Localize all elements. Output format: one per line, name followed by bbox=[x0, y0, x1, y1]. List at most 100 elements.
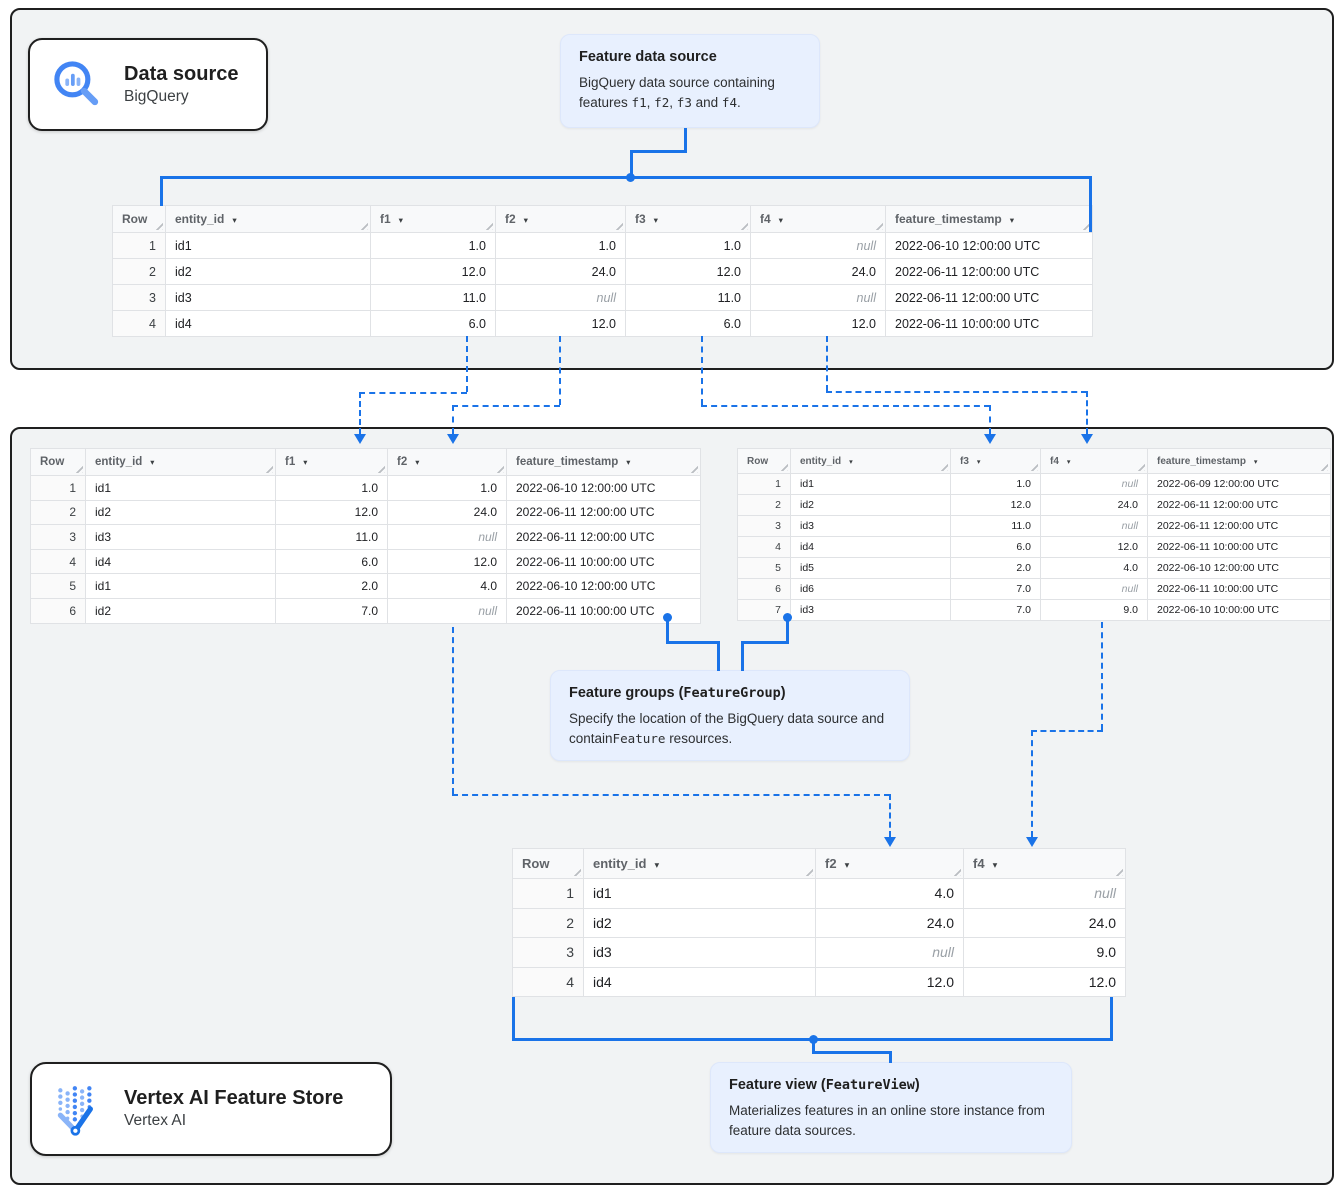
column-header-f2: f2▾ bbox=[495, 205, 626, 233]
resize-handle-icon bbox=[804, 867, 813, 876]
table-cell: id5 bbox=[790, 557, 951, 579]
connector-line bbox=[812, 1051, 892, 1054]
dashed-line bbox=[559, 336, 561, 405]
dashed-line bbox=[452, 405, 560, 407]
vertex-card-subtitle: Vertex AI bbox=[124, 1112, 187, 1130]
column-sort-caret-icon: ▾ bbox=[415, 458, 420, 467]
connector-line bbox=[630, 150, 633, 177]
table-cell: 24.0 bbox=[815, 907, 964, 938]
callout-title: Feature view (FeatureView) bbox=[729, 1077, 920, 1093]
arrow-down-icon bbox=[1026, 837, 1038, 847]
table-cell: id3 bbox=[583, 937, 816, 968]
table-cell: 1.0 bbox=[950, 473, 1041, 495]
dashed-line bbox=[889, 794, 891, 837]
row-number-cell: 7 bbox=[737, 599, 791, 621]
resize-handle-icon bbox=[874, 221, 883, 230]
resize-handle-icon bbox=[484, 221, 493, 230]
table-cell: null bbox=[815, 937, 964, 968]
column-sort-caret-icon: ▾ bbox=[303, 458, 308, 467]
table-cell: 12.0 bbox=[275, 499, 388, 526]
column-sort-caret-icon: ▾ bbox=[1009, 215, 1015, 225]
resize-handle-icon bbox=[739, 221, 748, 230]
table-cell: 2022-06-10 12:00:00 UTC bbox=[506, 475, 701, 501]
table-cell: 2022-06-11 12:00:00 UTC bbox=[885, 258, 1093, 285]
row-number-cell: 3 bbox=[112, 284, 166, 311]
table-cell: 2.0 bbox=[950, 557, 1041, 579]
data-source-card-title: Data source bbox=[124, 62, 239, 85]
connector-line bbox=[160, 176, 163, 206]
table-cell: id3 bbox=[85, 524, 276, 550]
column-header-entity_id: entity_id▾ bbox=[583, 848, 816, 879]
table-cell: 12.0 bbox=[495, 310, 626, 337]
table-cell: 6.0 bbox=[370, 310, 496, 337]
feature-view-callout: Feature view (FeatureView) Materializes … bbox=[710, 1062, 1072, 1153]
table-cell: null bbox=[1040, 473, 1148, 495]
row-number-cell: 2 bbox=[112, 258, 166, 285]
table-cell: 2022-06-10 12:00:00 UTC bbox=[1147, 557, 1331, 579]
row-number-cell: 3 bbox=[737, 515, 791, 537]
dashed-line bbox=[989, 405, 991, 434]
connector-line bbox=[630, 150, 687, 153]
table-cell: id1 bbox=[85, 475, 276, 501]
table-cell: 11.0 bbox=[370, 284, 496, 311]
row-number-cell: 1 bbox=[112, 232, 166, 259]
column-header-f2: f2▾ bbox=[387, 448, 507, 476]
dashed-line bbox=[359, 392, 467, 394]
feature-groups-callout: Feature groups (FeatureGroup) Specify th… bbox=[550, 670, 910, 761]
connector-line bbox=[889, 1051, 892, 1063]
arrow-down-icon bbox=[1081, 434, 1093, 444]
table-cell: id3 bbox=[790, 515, 951, 537]
column-sort-caret-icon: ▾ bbox=[849, 456, 853, 466]
column-header-Row: Row bbox=[737, 448, 791, 474]
column-sort-caret-icon: ▾ bbox=[1066, 456, 1071, 466]
table-cell: 12.0 bbox=[625, 258, 751, 285]
column-sort-caret-icon: ▾ bbox=[992, 860, 998, 870]
table-cell: 1.0 bbox=[387, 475, 507, 501]
table-cell: id6 bbox=[790, 578, 951, 600]
row-number-cell: 5 bbox=[30, 573, 86, 599]
table-cell: 2022-06-11 10:00:00 UTC bbox=[885, 310, 1093, 337]
table-cell: id2 bbox=[165, 258, 371, 285]
table-cell: 2022-06-11 12:00:00 UTC bbox=[506, 524, 701, 550]
table-cell: id2 bbox=[85, 597, 276, 624]
dashed-line bbox=[826, 391, 1087, 393]
column-header-f4: f4▾ bbox=[1040, 448, 1148, 474]
table-cell: 9.0 bbox=[1040, 599, 1148, 621]
resize-handle-icon bbox=[359, 221, 368, 230]
dashed-line bbox=[1101, 622, 1103, 730]
table-cell: 24.0 bbox=[750, 258, 886, 285]
table-cell: 24.0 bbox=[963, 907, 1126, 938]
table-cell: 4.0 bbox=[387, 573, 507, 599]
table-cell: 1.0 bbox=[370, 232, 496, 259]
table-cell: 9.0 bbox=[963, 937, 1126, 968]
table-cell: 2022-06-11 10:00:00 UTC bbox=[1147, 578, 1331, 600]
column-header-feature_timestamp: feature_timestamp▾ bbox=[1147, 448, 1331, 474]
callout-body: Materializes features in an online store… bbox=[729, 1103, 1045, 1138]
column-header-f3: f3▾ bbox=[950, 448, 1041, 474]
connector-line bbox=[1110, 997, 1113, 1041]
column-header-f4: f4▾ bbox=[750, 205, 886, 233]
connector-line bbox=[1089, 176, 1092, 232]
row-number-cell: 3 bbox=[30, 524, 86, 550]
row-number-cell: 5 bbox=[737, 557, 791, 579]
column-header-feature_timestamp: feature_timestamp▾ bbox=[885, 205, 1093, 233]
row-number-cell: 1 bbox=[737, 473, 791, 495]
resize-handle-icon bbox=[1319, 462, 1328, 471]
column-sort-caret-icon: ▾ bbox=[778, 215, 784, 225]
resize-handle-icon bbox=[779, 462, 788, 471]
column-header-f4: f4▾ bbox=[963, 848, 1126, 879]
table-cell: id1 bbox=[165, 232, 371, 259]
table-cell: null bbox=[1040, 578, 1148, 600]
table-cell: id2 bbox=[583, 907, 816, 938]
connector-line bbox=[666, 617, 669, 644]
callout-body: Specify the location of the BigQuery dat… bbox=[569, 711, 885, 746]
connector-line bbox=[741, 641, 789, 644]
row-number-cell: 4 bbox=[512, 966, 584, 997]
